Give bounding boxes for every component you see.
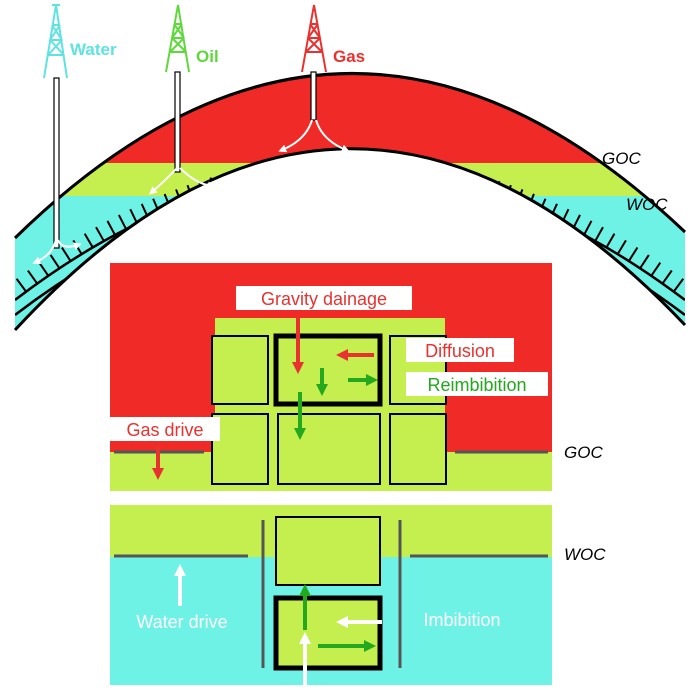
outer-fracture-line [578,92,616,148]
goc-detail-panel: Gravity dainage Diffusion Reimbibition G… [110,263,552,491]
fracture-tick [381,157,385,174]
water-drive-label: Water drive [136,612,227,632]
fracture-tick [324,157,328,174]
fracture-tick [459,170,466,187]
fracture-tick [290,160,295,177]
fracture-tick [267,163,272,180]
fracture-tick [448,168,455,185]
gas-drive-label-box [110,417,220,441]
fracture-tick [437,165,443,182]
matrix-block [277,413,381,485]
oil-zone [15,162,685,196]
fracture-tick [301,158,306,175]
fracture-tick [583,220,593,236]
goc-panel-gas-region [110,263,552,452]
outer-fracture-line [82,97,121,153]
oil-wellbore [174,71,181,173]
fracture-tick [415,161,420,178]
fracture-tick [471,173,478,190]
fracture-tick [15,278,27,293]
outer-fracture-line [501,73,529,107]
water-inflow-arrow-left [32,239,57,265]
outer-fracture-line [386,73,395,76]
fracture-tick [672,278,685,293]
diffusion-label-box [406,338,514,362]
woc-label-top: WOC [626,195,668,214]
gravity-drainage-label-box [236,286,412,310]
fracture-tick [244,168,250,185]
fracture-tick [27,269,39,285]
fracture-tick [403,160,408,177]
water-well: Water [32,4,117,265]
fracture-tick [61,247,72,262]
gas-inflow-arrow-left [278,119,313,153]
outer-fracture-line [424,73,441,82]
outer-fracture-line [125,73,159,129]
fracture-tick [605,233,616,248]
fracture-tick [255,165,261,182]
fracture-tick [639,254,650,269]
fracture-tick [232,170,239,187]
fracture-tick [661,269,673,285]
fracture-tick [38,262,50,277]
fracture-tick [616,239,627,255]
matrix-block-highlighted [273,333,383,407]
fracture-tick [117,214,128,230]
fracture-tick [628,246,639,262]
fracture-tick [482,177,489,194]
goc-label-detail: GOC [564,443,603,462]
matrix-block-highlighted [273,595,383,671]
oil-derrick-icon [165,4,190,73]
fracture-tick [95,226,105,242]
gas-drive-label: Gas drive [126,420,203,440]
gas-inflow-arrow-right [315,119,350,153]
goc-label-top: GOC [602,149,641,168]
oil-inflow-arrow-left [148,167,178,195]
fracture-tick [49,254,61,269]
water-wellbore [53,77,60,249]
outer-fracture-line [463,73,485,92]
woc-label-detail: WOC [564,545,606,564]
fracture-tick [83,233,94,248]
matrix-block [211,413,269,485]
gas-derrick-icon [301,4,327,73]
fracture-tick [392,158,397,175]
fracture-tick [278,161,284,178]
diffusion-label: Diffusion [425,341,495,361]
gas-well: Gas [278,4,365,153]
matrix-block [275,516,381,586]
gas-wellbore [310,71,317,121]
outer-fracture-line [168,73,197,110]
reservoir-cap-boundary [13,72,687,240]
fracture-tick [313,157,317,174]
matrix-block [211,335,269,405]
gravity-drainage-label: Gravity dainage [261,289,387,309]
fracture-tick [426,163,431,180]
water-inflow-arrow-right [57,239,82,251]
fracture-tick [594,226,604,242]
water-well-label: Water [70,40,117,59]
oil-well-label: Oil [196,47,219,66]
fracture-tick [106,220,116,236]
oil-well: Oil [148,4,219,195]
woc-detail-panel: Water drive Imbibition [110,505,552,692]
oil-inflow-arrow-right [179,167,216,190]
fracture-tick [650,261,662,277]
fracture-tick [370,157,374,174]
gas-zone [15,73,685,163]
outer-fracture-line [539,73,573,125]
outer-fracture-line [256,73,274,83]
reimbibition-label-box [406,372,548,396]
reimbibition-label: Reimbibition [427,375,526,395]
gas-well-label: Gas [333,47,365,66]
water-derrick-icon [43,4,68,79]
imbibition-label: Imbibition [423,610,500,630]
matrix-block [389,413,447,485]
